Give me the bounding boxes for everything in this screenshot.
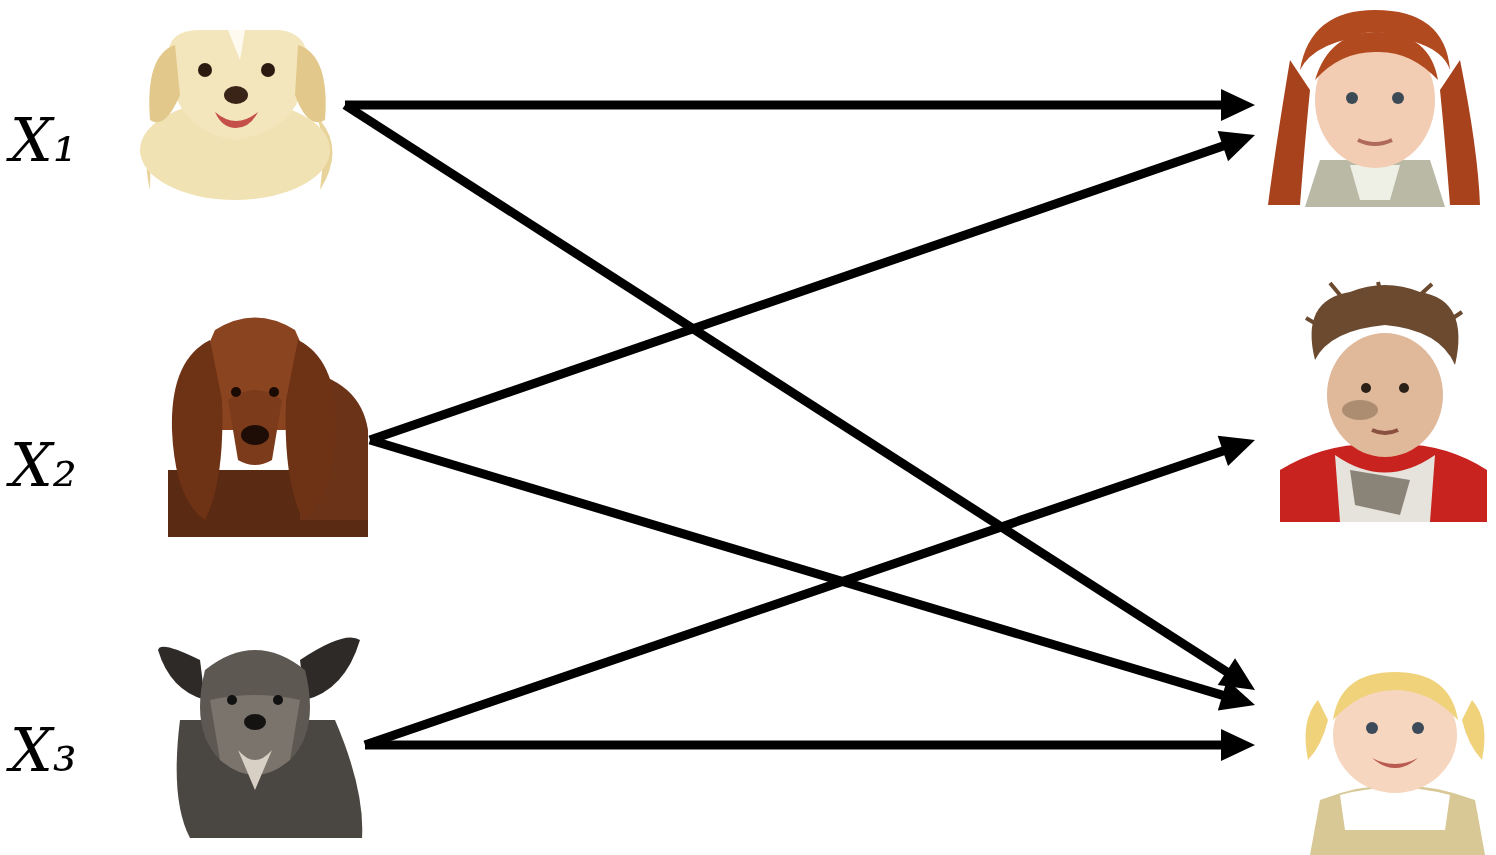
dog-node: X₃ — [5, 628, 365, 838]
connector-line — [345, 105, 1230, 674]
connector-line — [370, 440, 1226, 696]
connector-line — [365, 450, 1227, 745]
child-picture — [1268, 10, 1480, 207]
arrowhead — [1218, 680, 1255, 711]
connector-line — [345, 100, 1225, 109]
child-node — [1255, 5, 1485, 207]
connector-line — [365, 740, 1225, 749]
arrowhead — [1218, 131, 1255, 161]
arrowhead — [1218, 436, 1255, 466]
arrow-connector — [345, 89, 1255, 121]
child-node — [1255, 282, 1487, 522]
dog-picture — [158, 638, 362, 839]
child-picture — [1306, 672, 1485, 855]
child-picture — [1280, 282, 1487, 522]
connector-line — [370, 145, 1227, 440]
child-node — [1255, 672, 1490, 852]
variable-label: X₃ — [10, 715, 77, 785]
arrow-connector — [345, 105, 1255, 690]
dog-picture — [140, 30, 333, 200]
arrow-connector — [370, 131, 1255, 440]
arrow-connector — [365, 436, 1255, 745]
arrowhead — [1221, 729, 1255, 761]
arrowhead — [1218, 658, 1255, 690]
arrow-connector — [370, 440, 1255, 711]
dog-node: X₁ — [5, 25, 345, 197]
dog-picture — [168, 318, 368, 538]
arrowhead — [1221, 89, 1255, 121]
dog-node: X₂ — [5, 315, 370, 537]
variable-label: X₂ — [10, 430, 77, 500]
variable-label: X₁ — [10, 105, 77, 175]
arrow-connector — [365, 729, 1255, 761]
